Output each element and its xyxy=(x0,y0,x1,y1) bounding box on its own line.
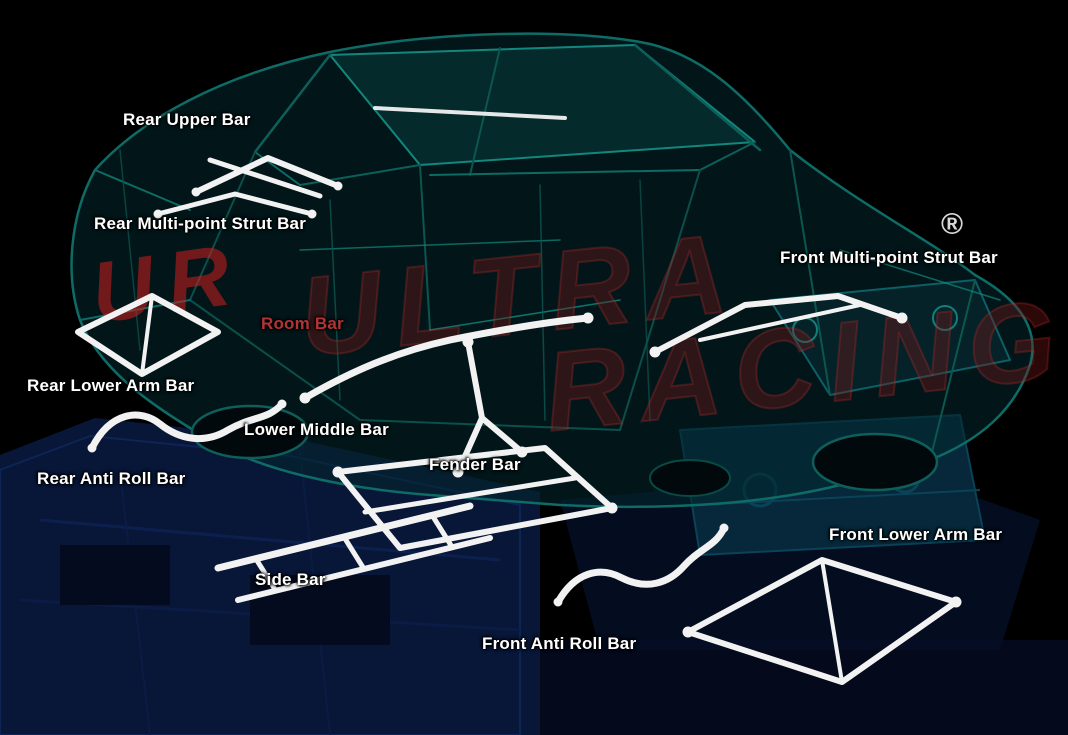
label-rear-lower-arm-bar: Rear Lower Arm Bar xyxy=(27,376,195,395)
ur-logo: UR xyxy=(86,226,250,342)
lower-middle-bar-graphic xyxy=(332,445,618,551)
label-front-lower-arm-bar: Front Lower Arm Bar xyxy=(829,525,1003,544)
rear-upper-bar-graphic xyxy=(191,106,567,199)
label-rear-anti-roll-bar: Rear Anti Roll Bar xyxy=(37,469,186,488)
label-lower-middle-bar: Lower Middle Bar xyxy=(244,420,389,439)
label-rear-multi-point-strut-bar: Rear Multi-point Strut Bar xyxy=(94,214,307,233)
registered-trademark-symbol: ® xyxy=(941,208,964,241)
room-bar-graphic xyxy=(299,312,594,404)
label-rear-upper-bar: Rear Upper Bar xyxy=(123,110,251,129)
rear-multi-point-strut-bar-graphic xyxy=(153,191,317,219)
car-body-wireframe xyxy=(70,32,1034,509)
label-fender-bar: Fender Bar xyxy=(429,455,521,474)
label-room-bar: Room Bar xyxy=(261,314,344,333)
label-side-bar: Side Bar xyxy=(255,570,326,589)
label-front-anti-roll-bar: Front Anti Roll Bar xyxy=(482,634,637,653)
rear-anti-roll-bar-graphic xyxy=(87,399,287,453)
front-anti-roll-bar-graphic xyxy=(553,523,729,607)
side-bar-graphic xyxy=(214,502,493,603)
front-lower-arm-bar-graphic xyxy=(682,557,962,685)
front-multi-point-strut-bar-graphic xyxy=(649,293,908,358)
rear-lower-arm-bar-graphic xyxy=(75,293,221,377)
fender-bar-graphic xyxy=(452,336,528,478)
label-front-multi-point-strut-bar: Front Multi-point Strut Bar xyxy=(780,248,998,267)
